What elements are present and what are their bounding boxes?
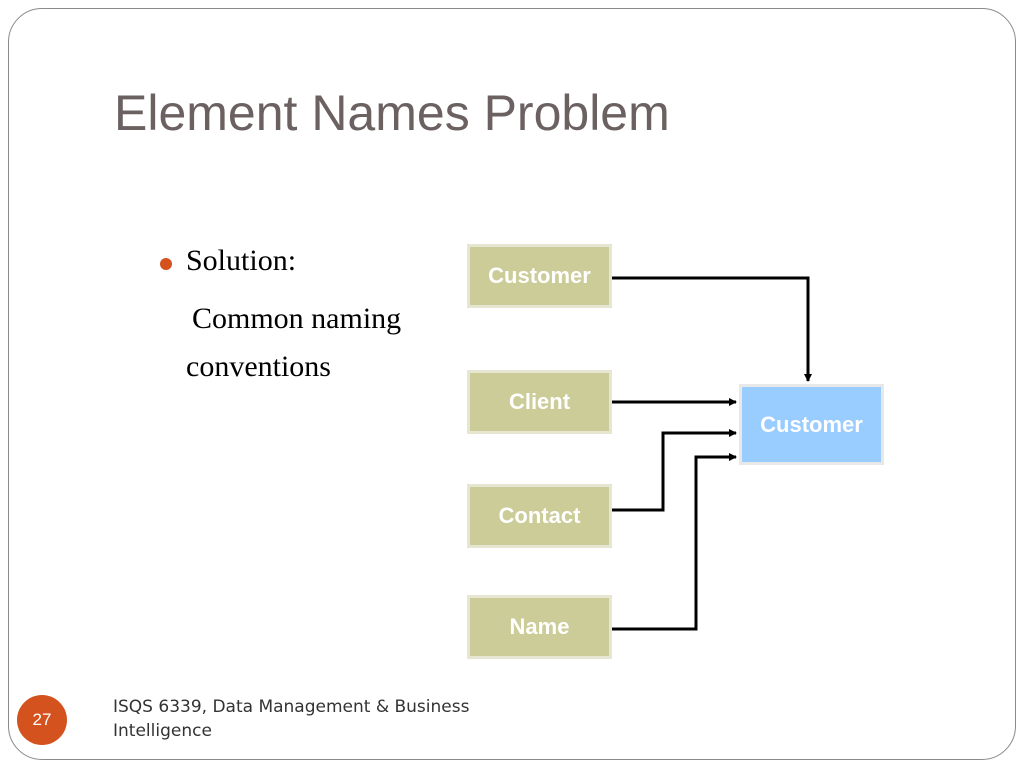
connector-contact [612,429,737,512]
page-number-badge: 27 [17,695,67,745]
source-box-customer: Customer [467,244,612,308]
connector-customer [612,276,812,382]
target-box-customer: Customer [739,384,884,465]
bullet-dot [160,258,172,270]
slide-frame [8,8,1016,760]
source-box-contact: Contact [467,484,612,548]
footer-text: ISQS 6339, Data Management & Business In… [113,697,470,741]
source-box-name: Name [467,595,612,659]
bullet-line-1: Common naming [192,302,402,335]
connector-name [612,453,737,631]
source-box-client: Client [467,370,612,434]
bullet-line-2: conventions [186,350,331,383]
bullet-label: Solution: [186,244,297,277]
slide-title: Element Names Problem [114,85,670,141]
